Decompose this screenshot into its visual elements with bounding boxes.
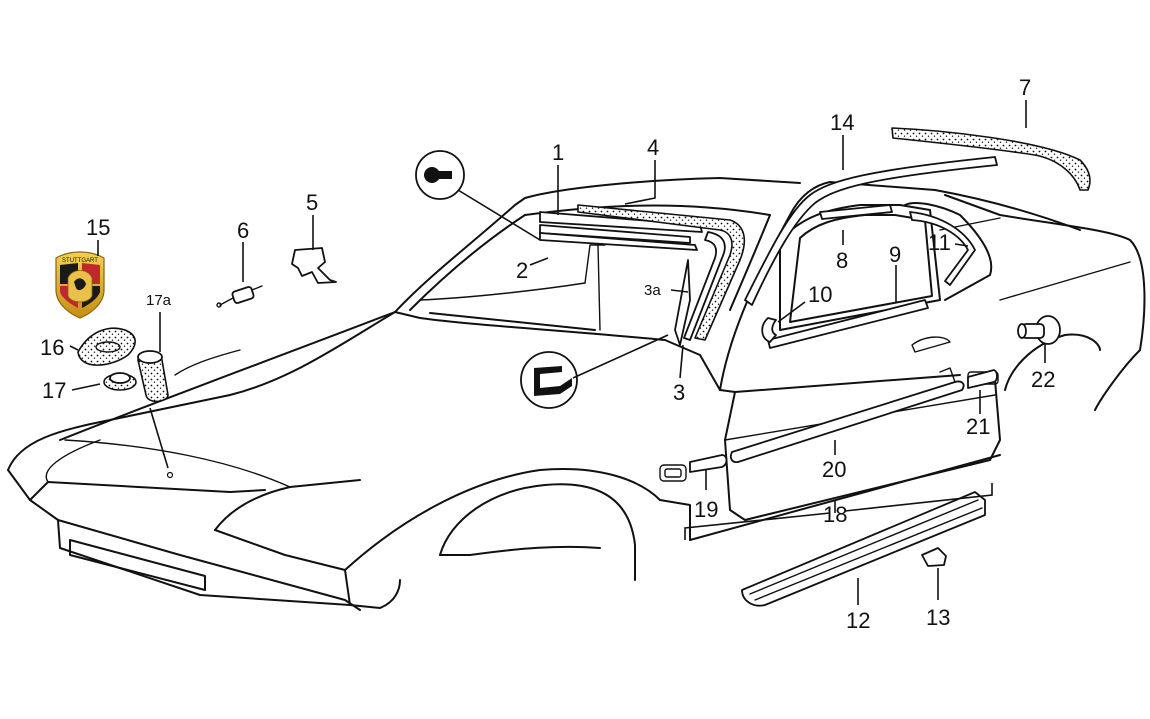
- callout-19: 19: [694, 497, 718, 522]
- callout-15: 15: [86, 215, 110, 240]
- part-3-a-pillar-seal: [683, 231, 726, 341]
- callout-18: 18: [823, 502, 847, 527]
- part-5-bracket: [291, 247, 337, 284]
- part-4-windscreen-seal: [577, 204, 746, 341]
- callout-3a: 3a: [644, 282, 661, 299]
- callout-17: 17: [42, 378, 66, 403]
- part-11-quarter-window-seal: [909, 211, 976, 286]
- svg-text:STUTTGART: STUTTGART: [62, 258, 98, 264]
- crest-emblem: STUTTGART: [55, 251, 105, 319]
- callout-21: 21: [966, 414, 990, 439]
- keyhole-clip-icon: [415, 150, 541, 241]
- leader-lines: [69, 100, 1046, 605]
- callout-14: 14: [830, 110, 854, 135]
- callout-8: 8: [836, 248, 848, 273]
- callout-22: 22: [1031, 367, 1055, 392]
- callout-7: 7: [1019, 75, 1031, 100]
- callout-16: 16: [40, 335, 64, 360]
- part-12-sill-strip: [741, 491, 986, 607]
- seal-profile-icon: [520, 334, 669, 409]
- callout-9: 9: [889, 242, 901, 267]
- part-21-rear-trim: [967, 369, 998, 389]
- callout-12: 12: [846, 608, 870, 633]
- part-9-window-seal-bottom: [767, 299, 929, 349]
- part-10-window-corner-seal: [761, 317, 777, 343]
- part-6-spring-clip: [216, 285, 263, 308]
- part-17a-bump-stop: [137, 350, 169, 403]
- part-7-targa-roof-seal: [891, 127, 1091, 191]
- callout-5: 5: [306, 190, 318, 215]
- callout-labels: 1 2 3 3a 4 5 6 7 8 9 10 11 12 13 14 15 1…: [40, 75, 1055, 633]
- part-8-window-seal-top: [819, 204, 893, 220]
- callout-3: 3: [673, 380, 685, 405]
- callout-1: 1: [552, 140, 564, 165]
- callout-2: 2: [516, 258, 528, 283]
- part-19-front-trim: [689, 454, 728, 473]
- part-16-speckled-pad: [77, 327, 136, 366]
- callout-10: 10: [808, 282, 832, 307]
- callout-11: 11: [928, 230, 951, 255]
- callout-17a: 17a: [146, 292, 172, 309]
- callout-20: 20: [822, 457, 846, 482]
- callout-13: 13: [926, 605, 950, 630]
- part-22-plug: [1017, 315, 1061, 345]
- part-17-grommet: [103, 372, 137, 391]
- callout-4: 4: [647, 135, 659, 160]
- part-14-door-frame-seal: [744, 156, 998, 306]
- callout-6: 6: [237, 218, 249, 243]
- part-2-channel-seal: [539, 232, 698, 251]
- part-13-clip: [921, 547, 947, 567]
- parts: [77, 127, 1091, 607]
- part-20-side-trim-strip: [729, 380, 965, 464]
